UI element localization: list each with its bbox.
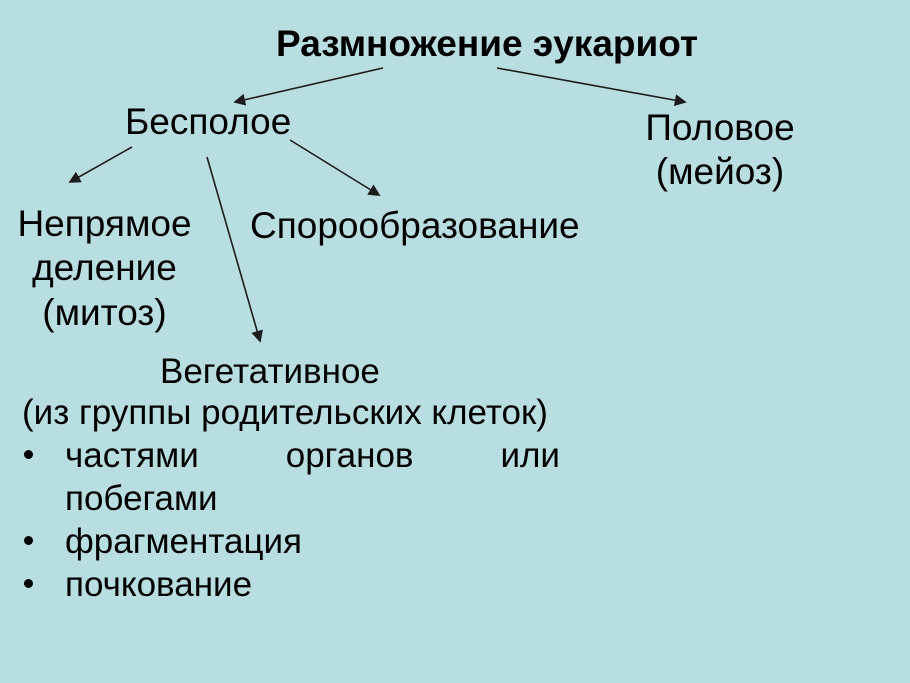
bullet-icon <box>24 536 33 545</box>
list-item-text: почкование <box>65 565 253 604</box>
node-indirect-division: Непрямое деление (митоз) <box>12 202 197 335</box>
list-item-word: частями <box>65 436 199 475</box>
node-vegetative-note: (из группы родительских клеток) <box>22 393 548 432</box>
list-item-line-2: побегами <box>65 479 218 518</box>
list-item-line-justified: частями органов или <box>65 434 560 477</box>
node-indirect-division-line-1: Непрямое <box>17 203 192 244</box>
list-item: почкование <box>20 563 560 606</box>
list-item-text: фрагментация <box>65 522 303 561</box>
node-vegetative-heading: Вегетативное <box>160 352 380 391</box>
list-item: частями органов или побегами <box>20 434 560 520</box>
arrow-asexual-to-indirect-division <box>68 146 133 183</box>
arrow-title-to-asexual <box>233 67 384 106</box>
list-item-word: органов <box>285 436 414 475</box>
node-indirect-division-line-2: деление <box>32 247 177 289</box>
arrow-asexual-to-sporulation <box>289 139 381 196</box>
arrow-title-to-sexual <box>496 67 687 107</box>
node-sexual: Половое (мейоз) <box>640 106 800 195</box>
vegetative-bullet-list: частями органов или побегами фрагментаци… <box>20 434 560 606</box>
arrow-asexual-to-vegetative <box>206 156 263 343</box>
list-item: фрагментация <box>20 520 560 563</box>
diagram-title: Размножение эукариот <box>276 23 699 64</box>
bullet-icon <box>24 579 33 588</box>
node-asexual: Бесполое <box>125 101 292 142</box>
bullet-icon <box>24 450 33 459</box>
node-sexual-line-1: Половое <box>645 107 795 148</box>
node-sexual-line-2: (мейоз) <box>655 151 785 193</box>
list-item-word: или <box>500 436 560 475</box>
node-sporulation: Спорообразование <box>250 205 580 246</box>
node-indirect-division-line-3: (митоз) <box>42 291 167 333</box>
